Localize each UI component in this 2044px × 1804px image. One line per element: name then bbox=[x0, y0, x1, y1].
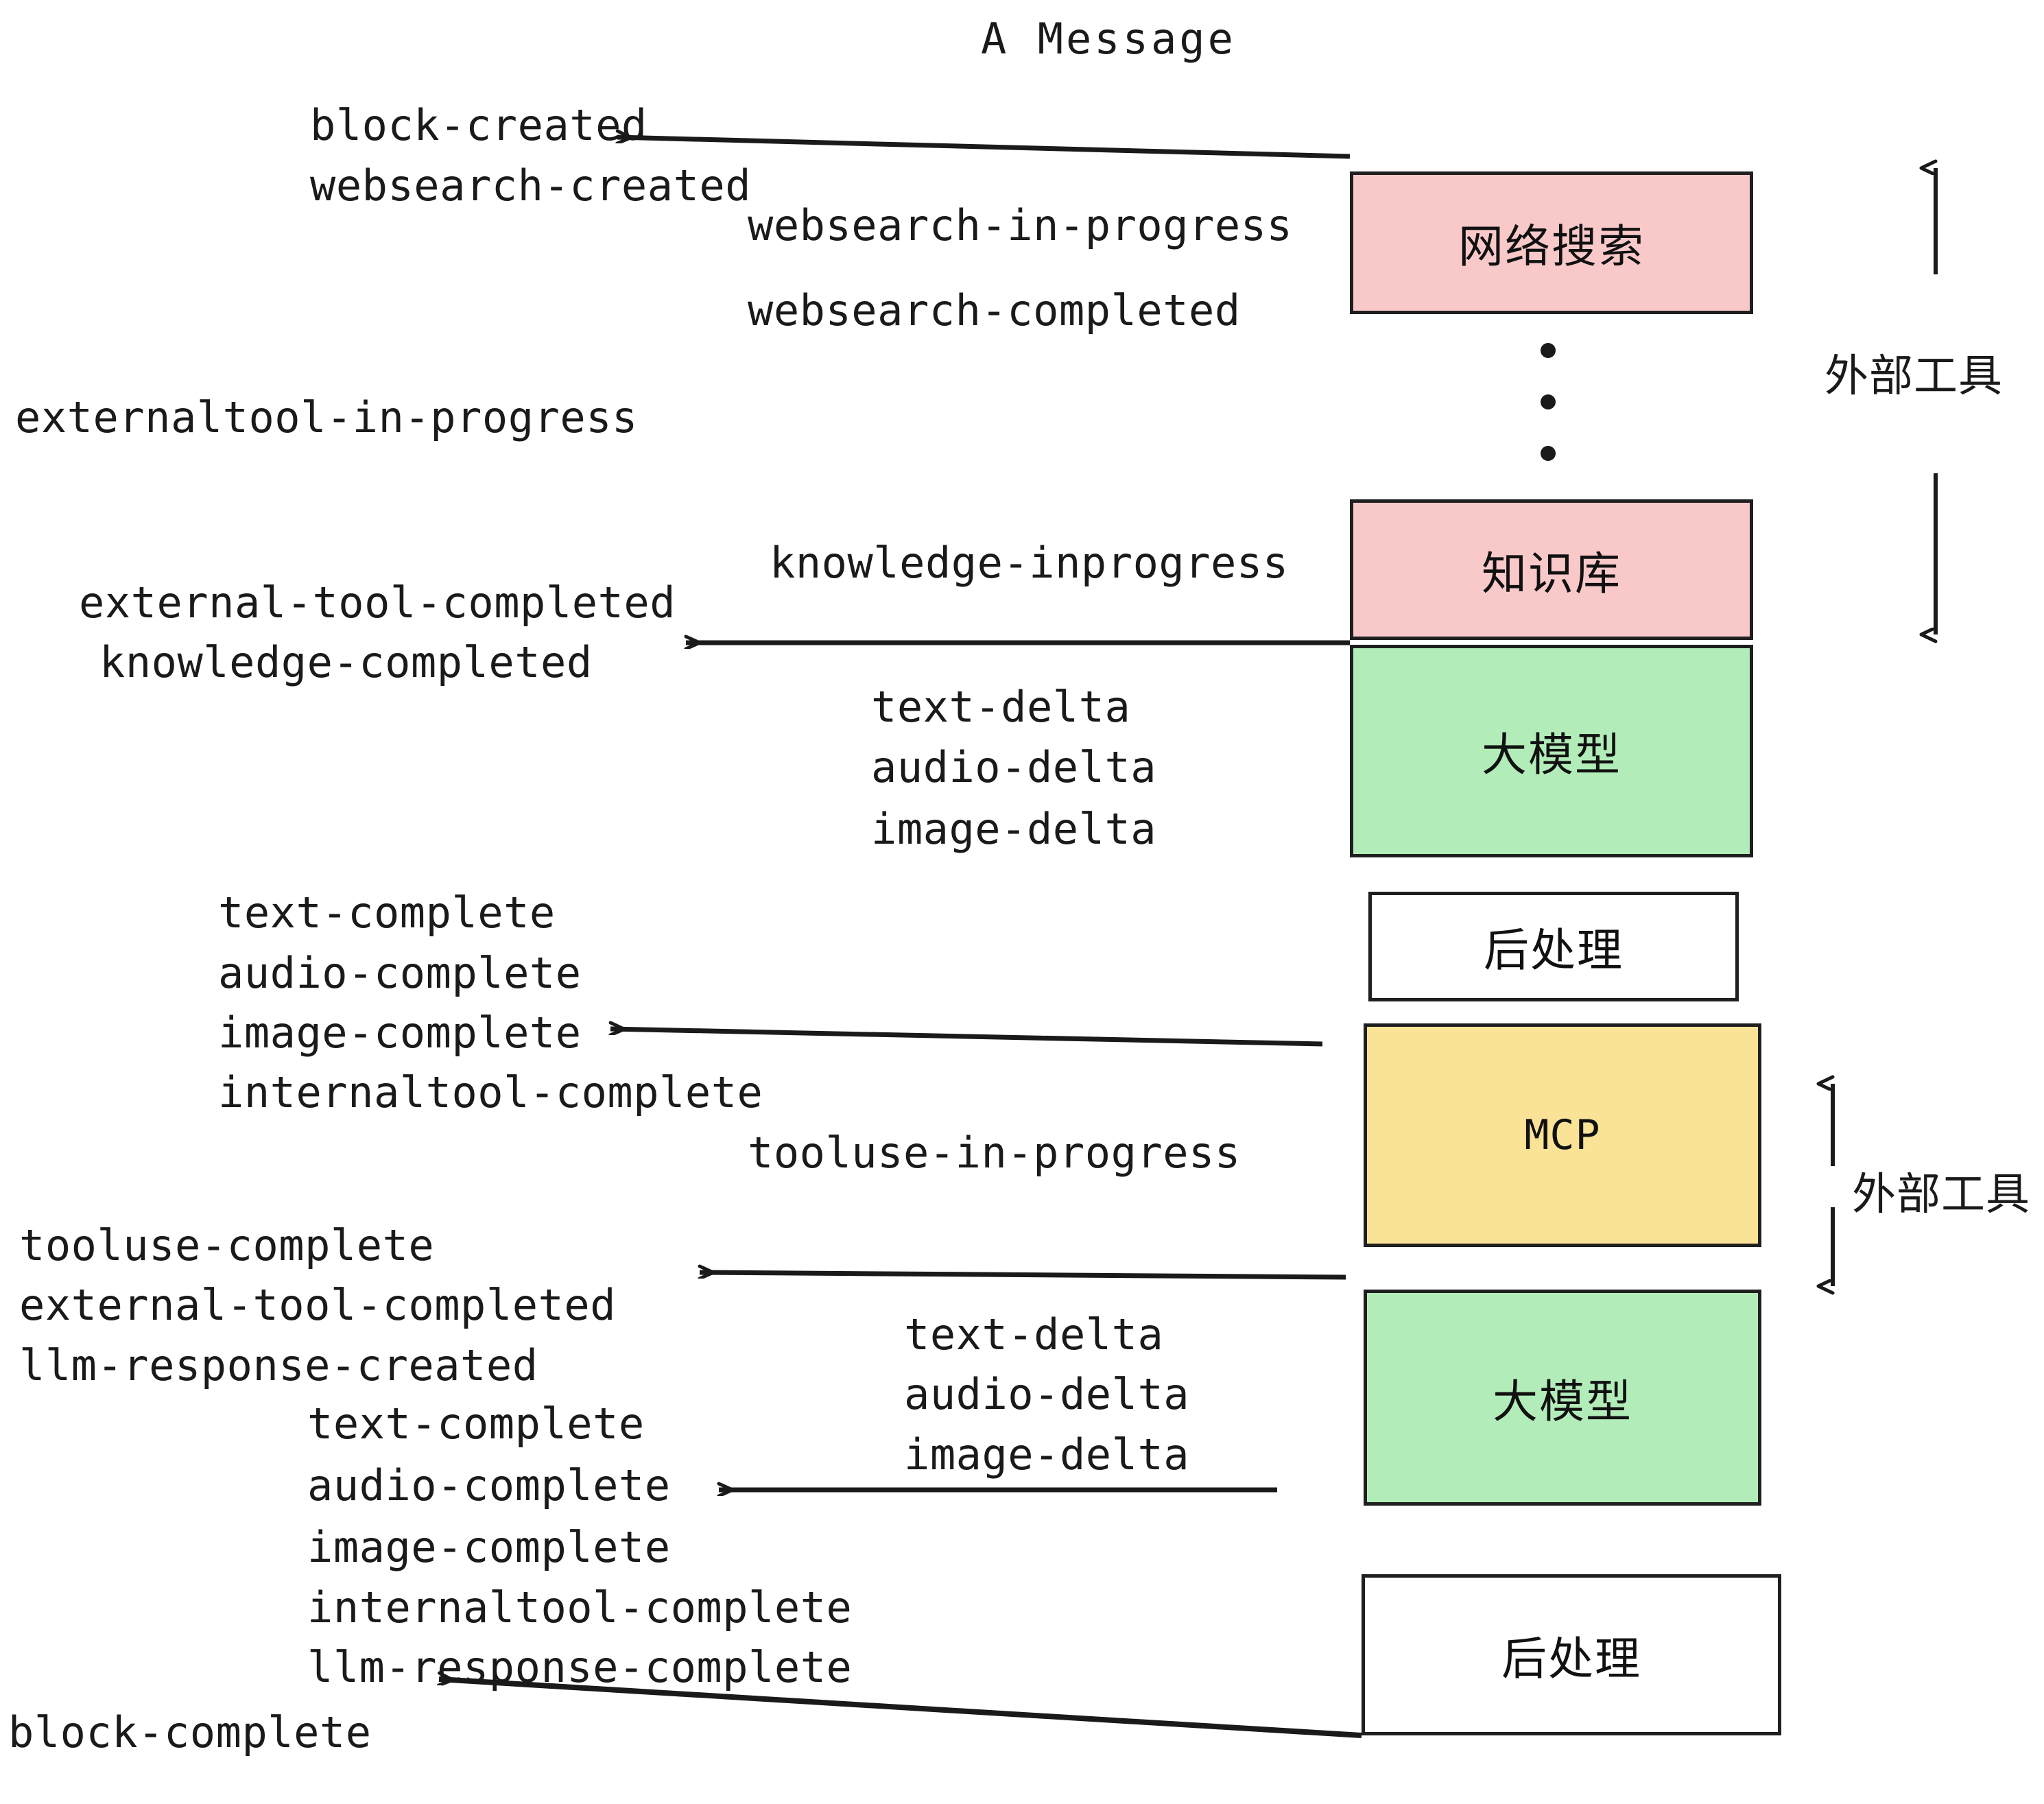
event-websearch-created: websearch-created bbox=[310, 161, 752, 211]
event-image-delta-1: image-delta bbox=[871, 804, 1157, 854]
event-external-tool-completed-2: external-tool-completed bbox=[19, 1280, 617, 1330]
event-llm-response-created: llm-response-created bbox=[19, 1340, 538, 1390]
node-llm-2-label: 大模型 bbox=[1493, 1375, 1632, 1428]
bracket-label-external-tool-top: 外部工具 bbox=[1825, 351, 2003, 402]
arrow-websearch-to-block-created bbox=[617, 137, 1351, 159]
event-audio-delta-2: audio-delta bbox=[904, 1369, 1190, 1419]
node-mcp[interactable]: MCP bbox=[1364, 1023, 1761, 1247]
event-text-delta-1: text-delta bbox=[871, 682, 1131, 732]
node-llm-2[interactable]: 大模型 bbox=[1364, 1290, 1761, 1506]
event-websearch-in-progress: websearch-in-progress bbox=[748, 200, 1293, 250]
event-image-complete-1: image-complete bbox=[218, 1008, 582, 1058]
node-llm-1-label: 大模型 bbox=[1482, 728, 1621, 781]
event-image-complete-2: image-complete bbox=[307, 1522, 671, 1572]
node-postprocess-2[interactable]: 后处理 bbox=[1362, 1574, 1781, 1735]
page-title: A Message bbox=[981, 14, 1236, 64]
event-knowledge-completed: knowledge-completed bbox=[99, 637, 593, 687]
event-externaltool-in-progress: externaltool-in-progress bbox=[15, 392, 638, 442]
event-tooluse-in-progress: tooluse-in-progress bbox=[748, 1128, 1241, 1178]
event-audio-complete-1: audio-complete bbox=[218, 948, 582, 998]
event-text-complete-1: text-complete bbox=[218, 888, 556, 938]
node-mcp-label: MCP bbox=[1524, 1111, 1601, 1159]
event-text-complete-2: text-complete bbox=[307, 1399, 645, 1449]
event-internaltool-complete-1: internaltool-complete bbox=[218, 1067, 763, 1117]
event-audio-delta-1: audio-delta bbox=[871, 742, 1157, 792]
event-tooluse-complete: tooluse-complete bbox=[19, 1220, 435, 1270]
event-external-tool-completed-1: external-tool-completed bbox=[79, 578, 676, 628]
node-postprocess-1-label: 后处理 bbox=[1484, 924, 1624, 977]
event-knowledge-inprogress: knowledge-inprogress bbox=[770, 538, 1289, 588]
arrow-llm1-to-image-complete bbox=[610, 1029, 1323, 1047]
event-audio-complete-2: audio-complete bbox=[307, 1460, 671, 1510]
node-postprocess-2-label: 后处理 bbox=[1501, 1632, 1641, 1685]
arrow-mcp-to-tooluse-complete bbox=[700, 1272, 1346, 1280]
node-websearch[interactable]: 网络搜索 bbox=[1350, 171, 1753, 314]
event-websearch-completed: websearch-completed bbox=[748, 285, 1241, 335]
event-block-created: block-created bbox=[310, 100, 647, 150]
event-text-delta-2: text-delta bbox=[904, 1309, 1164, 1360]
node-postprocess-1[interactable]: 后处理 bbox=[1368, 892, 1739, 1001]
node-llm-1[interactable]: 大模型 bbox=[1350, 645, 1753, 857]
vertical-ellipsis-icon bbox=[1541, 343, 1556, 461]
bracket-label-external-tool-bottom: 外部工具 bbox=[1852, 1170, 2030, 1220]
event-llm-response-complete: llm-response-complete bbox=[307, 1642, 853, 1692]
event-image-delta-2: image-delta bbox=[904, 1429, 1190, 1480]
event-internaltool-complete-2: internaltool-complete bbox=[307, 1582, 853, 1633]
event-block-complete: block-complete bbox=[8, 1707, 372, 1757]
node-websearch-label: 网络搜索 bbox=[1458, 220, 1645, 273]
node-knowledge[interactable]: 知识库 bbox=[1350, 499, 1753, 640]
node-knowledge-label: 知识库 bbox=[1482, 547, 1621, 600]
